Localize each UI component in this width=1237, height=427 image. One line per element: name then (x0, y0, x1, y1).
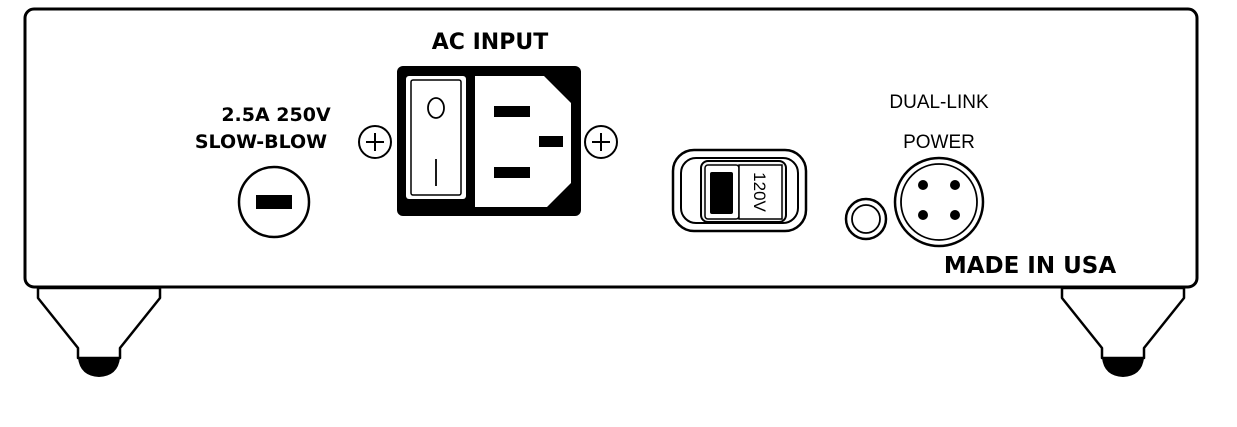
voltage-selector-value: 120V (750, 172, 769, 212)
rocker-switch-icon[interactable] (406, 76, 466, 199)
voltage-selector-icon[interactable] (671, 148, 808, 233)
made-in-usa-label: MADE IN USA (944, 253, 1117, 279)
ac-power-entry-module (397, 66, 581, 216)
4-pin-connector-icon[interactable] (893, 156, 985, 248)
ground-screw-icon (584, 125, 618, 159)
fuse-holder-icon[interactable] (237, 165, 311, 239)
dual-link-label: DUAL-LINK (889, 92, 989, 113)
ground-screw-icon (358, 125, 392, 159)
iec-c14-inlet-icon[interactable] (475, 76, 571, 207)
ac-input-label: AC INPUT (432, 30, 548, 55)
power-connector-label: POWER (903, 132, 975, 153)
fuse-rating-label: 2.5A 250V (221, 104, 331, 126)
left-foot (36, 286, 162, 377)
led-indicator-icon (844, 197, 888, 241)
right-foot (1060, 286, 1186, 377)
fuse-type-label: SLOW-BLOW (195, 131, 327, 153)
